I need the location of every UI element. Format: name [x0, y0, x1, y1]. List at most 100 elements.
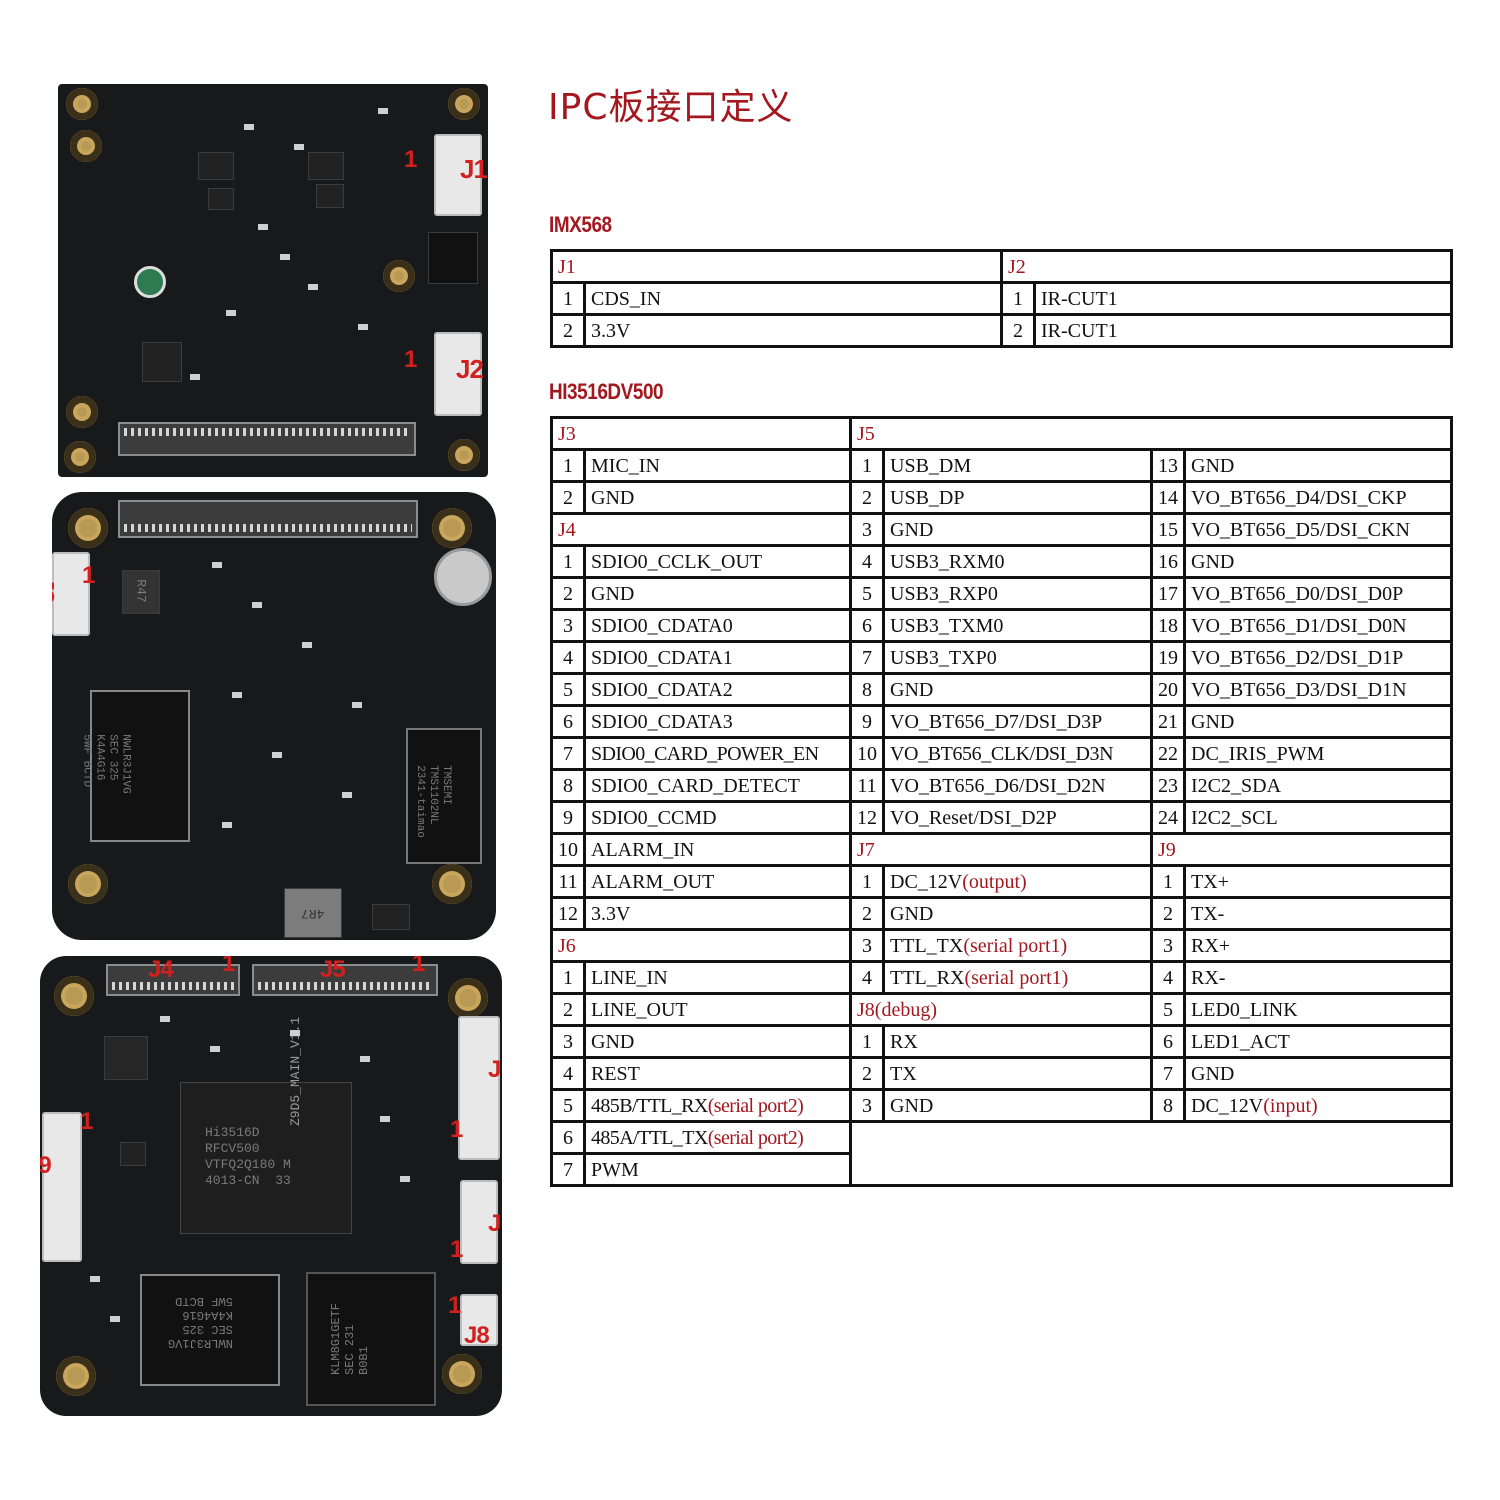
pin-signal: GND	[1183, 544, 1453, 579]
pin-number: 4	[550, 640, 586, 675]
ram-chip: NWLR3J1VG SEC 325 K4A4G16 5WF BCTD	[140, 1274, 280, 1386]
mounting-hole	[448, 88, 480, 120]
pin-number: 10	[849, 736, 886, 771]
component	[360, 1056, 370, 1062]
pin-number: 2	[1150, 896, 1187, 931]
j7-connector	[460, 1180, 498, 1264]
signal-note: (output)	[962, 870, 1027, 893]
ethernet-transformer: TMSEMI TMS1102NL 2341-taimao	[406, 728, 482, 864]
ffc-connector	[118, 422, 416, 456]
pin-signal: USB3_RXP0	[882, 576, 1154, 611]
pin-number: 13	[1150, 448, 1187, 483]
pin-signal: LED0_LINK	[1183, 992, 1453, 1027]
j1-pin1-label: 1	[404, 146, 417, 173]
j3-connector	[52, 552, 90, 636]
component	[160, 1016, 170, 1022]
pin-number: 2	[849, 1056, 886, 1091]
j1-header: J1	[549, 249, 1004, 284]
pin-signal: DC_12V(input)	[1183, 1088, 1453, 1123]
pin-signal: SDIO0_CDATA0	[582, 608, 853, 643]
j7-pin1-label: 1	[450, 1236, 463, 1263]
pin-signal: VO_BT656_D0/DSI_D0P	[1183, 576, 1453, 611]
signal-name: DC_12V	[890, 870, 963, 893]
pin-number: 23	[1150, 768, 1187, 803]
pin-number: 16	[1150, 544, 1187, 579]
pin-signal: 3.3V	[582, 313, 1004, 348]
pin-signal: 485B/TTL_RX(serial port2)	[582, 1088, 853, 1123]
pin-signal: VO_Reset/DSI_D2P	[882, 800, 1154, 835]
pin-signal: CDS_IN	[582, 281, 1004, 316]
pin-number: 2	[849, 896, 886, 931]
mounting-hole	[66, 396, 98, 428]
j4-label: J4	[148, 956, 174, 983]
j5-label: J5	[320, 956, 346, 983]
pin-signal: GND	[1183, 1056, 1453, 1091]
pin-number: 22	[1150, 736, 1187, 771]
pin-number: 15	[1150, 512, 1187, 547]
pin-signal: SDIO0_CCLK_OUT	[582, 544, 853, 579]
pin-number: 2	[1000, 313, 1037, 348]
pin-signal: DC_12V(output)	[882, 864, 1154, 899]
inductor: 4R7	[284, 888, 342, 938]
ic-chip	[372, 904, 410, 930]
imx568-board-photo: 1 J1 1 J2	[58, 84, 488, 477]
signal-name: DC_12V	[1191, 1094, 1264, 1117]
pin-number: 6	[1150, 1024, 1187, 1059]
pin-number: 2	[849, 480, 886, 515]
signal-note: (serial port2)	[707, 1094, 804, 1117]
j4-pin1-label: 1	[222, 956, 235, 977]
j7-label: J	[488, 1210, 501, 1237]
component	[358, 324, 368, 330]
pin-signal: 485A/TTL_TX(serial port2)	[582, 1120, 853, 1155]
component	[212, 562, 222, 568]
pin-number: 9	[849, 704, 886, 739]
pin-number: 19	[1150, 640, 1187, 675]
signal-name: 485B/TTL_RX	[591, 1094, 708, 1117]
soc-chip: Hi3516D RFCV500 VTFQ2Q180 M 4013-CN 33	[180, 1082, 352, 1234]
pin-number: 11	[849, 768, 886, 803]
pin-number: 1	[849, 864, 886, 899]
pin-number: 3	[849, 928, 886, 963]
pin-signal: RX	[882, 1024, 1154, 1059]
component	[352, 702, 362, 708]
pin-number: 2	[550, 992, 586, 1027]
pin-number: 2	[550, 480, 586, 515]
signal-name: 485A/TTL_TX	[591, 1126, 708, 1149]
ic-chip	[120, 1142, 146, 1166]
pin-number: 18	[1150, 608, 1187, 643]
mounting-hole	[432, 508, 472, 548]
pin-number: 3	[550, 608, 586, 643]
signal-note: (serial port2)	[707, 1126, 804, 1149]
j4-header: J4	[549, 512, 853, 547]
component	[222, 822, 232, 828]
pin-signal: GND	[582, 576, 853, 611]
mounting-hole	[66, 88, 98, 120]
pin-signal: GND	[582, 1024, 853, 1059]
pin-number: 1	[550, 281, 586, 316]
pin-number: 14	[1150, 480, 1187, 515]
j3-header: J3	[549, 416, 853, 451]
pin-signal: VO_BT656_D7/DSI_D3P	[882, 704, 1154, 739]
j3-label: J3	[52, 577, 59, 603]
pin-signal: SDIO0_CDATA2	[582, 672, 853, 707]
pin-signal: REST	[582, 1056, 853, 1091]
signal-note: (serial port1)	[964, 966, 1069, 989]
j8-label: J8	[464, 1322, 490, 1349]
pin-signal: VO_BT656_D5/DSI_CKN	[1183, 512, 1453, 547]
pin-signal: MIC_IN	[582, 448, 853, 483]
component	[290, 1030, 300, 1036]
component	[110, 1316, 120, 1322]
pin-number: 1	[1150, 864, 1187, 899]
component	[280, 254, 290, 260]
ic-chip	[142, 342, 182, 382]
pin-number: 4	[849, 960, 886, 995]
pin-signal: USB_DP	[882, 480, 1154, 515]
pin-number: 2	[550, 313, 586, 348]
mounting-hole	[68, 508, 108, 548]
pin-number: 5	[1150, 992, 1187, 1027]
pin-signal: LED1_ACT	[1183, 1024, 1453, 1059]
pin-signal: VO_BT656_D3/DSI_D1N	[1183, 672, 1453, 707]
pin-signal: IR-CUT1	[1033, 281, 1453, 316]
mounting-hole	[383, 260, 415, 292]
component	[134, 266, 166, 298]
